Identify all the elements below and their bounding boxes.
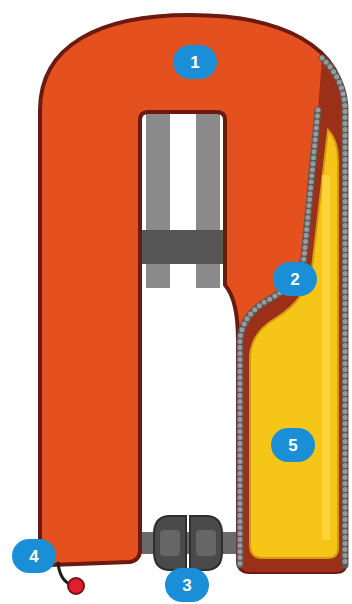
callout-number: 1 bbox=[173, 45, 217, 79]
back-strap bbox=[138, 230, 228, 264]
zipper-track bbox=[322, 58, 345, 565]
pull-cord bbox=[58, 563, 70, 584]
buckle-detail bbox=[196, 530, 216, 556]
bladder bbox=[250, 130, 338, 558]
callout-number: 5 bbox=[271, 428, 315, 462]
buckle-detail bbox=[160, 530, 180, 556]
callout-number: 4 bbox=[12, 539, 56, 573]
buckle-right bbox=[190, 516, 222, 570]
pull-toggle bbox=[68, 578, 84, 594]
jacket-body bbox=[40, 15, 345, 572]
inner-fabric bbox=[240, 58, 345, 572]
zipper-track bbox=[240, 110, 318, 565]
zipper-teeth bbox=[322, 58, 345, 565]
callout-number: 3 bbox=[165, 568, 209, 602]
callout-number: 2 bbox=[273, 262, 317, 296]
buckle-left bbox=[154, 516, 186, 570]
bladder-highlight bbox=[322, 175, 330, 540]
zipper-teeth bbox=[240, 110, 318, 565]
